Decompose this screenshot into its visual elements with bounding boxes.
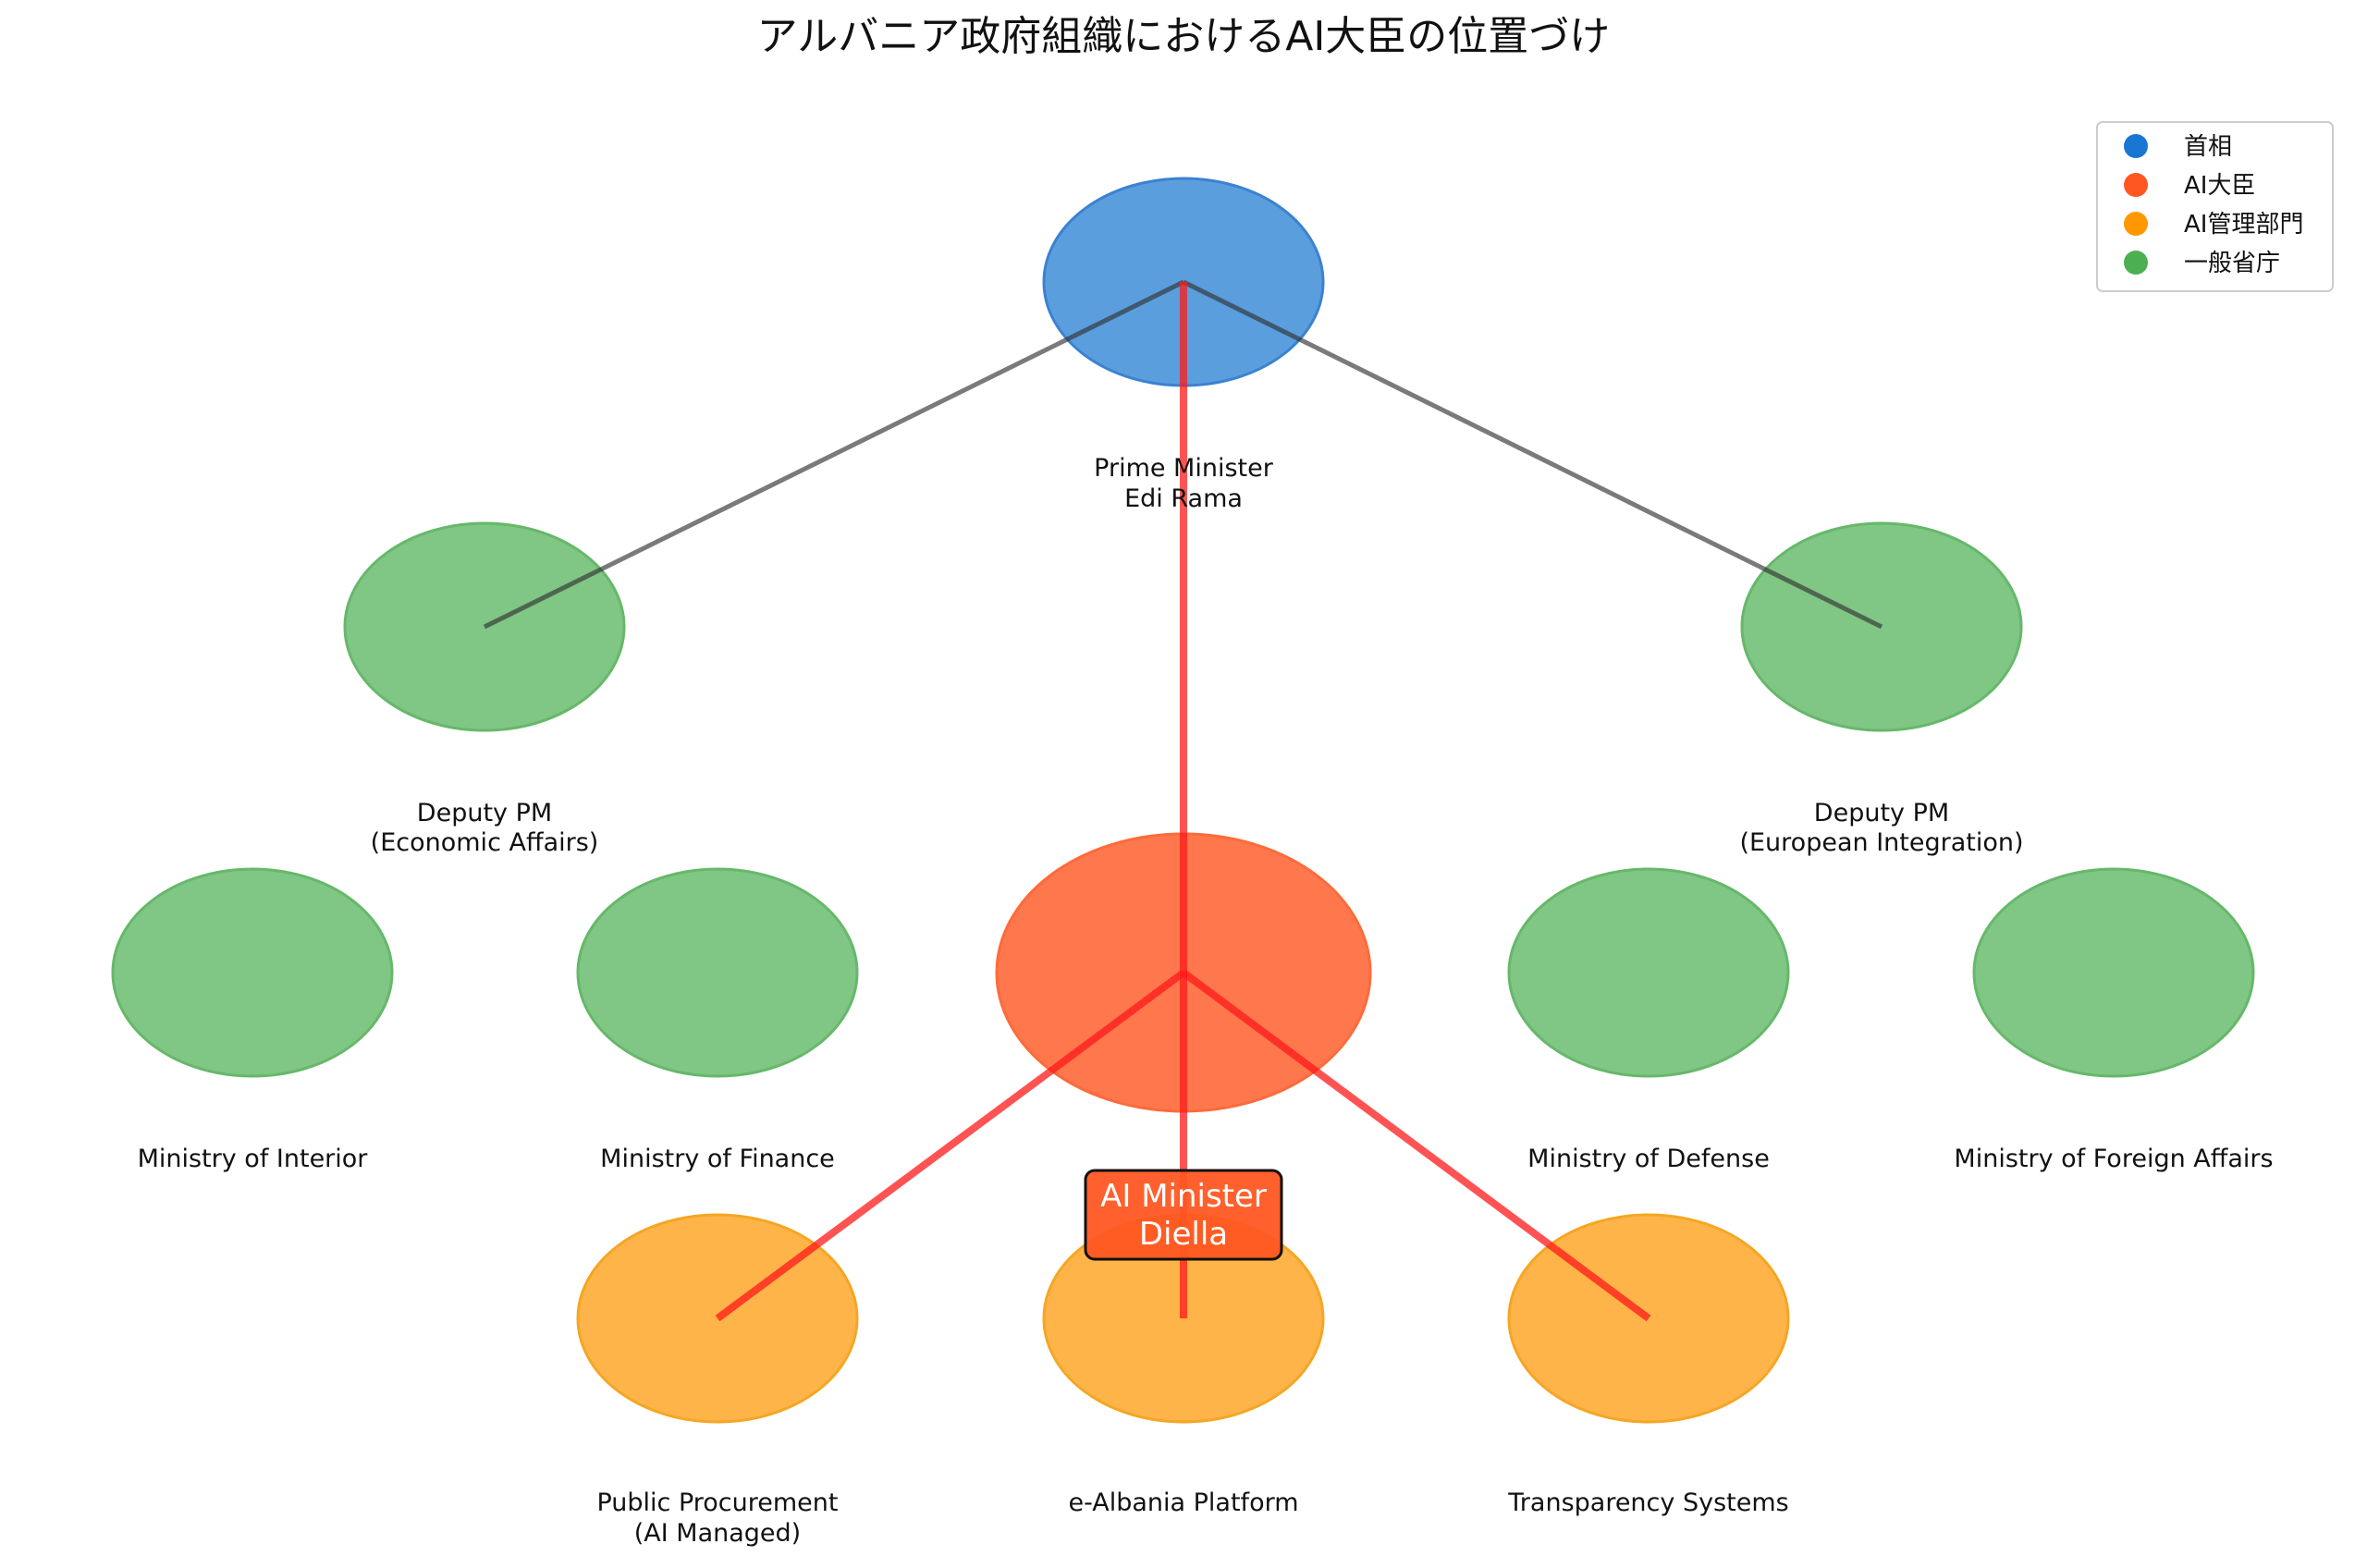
node-label-dpm-eu: (European Integration) (1739, 828, 2023, 857)
node-label-ealbania: e-Albania Platform (1068, 1488, 1298, 1517)
legend-label: 首相 (2184, 133, 2232, 161)
node-label-dpm-eu: Deputy PM (1814, 799, 1949, 827)
legend-label: AI大臣 (2184, 172, 2255, 200)
ai-minister-title: AI Minister (1100, 1178, 1267, 1215)
legend-marker (2124, 134, 2148, 158)
legend-marker (2124, 212, 2148, 236)
node-label-dpm-econ: (Economic Affairs) (371, 828, 599, 857)
node-label-procurement: Public Procurement (596, 1488, 838, 1517)
node-label-procurement: (AI Managed) (634, 1519, 801, 1548)
legend-marker (2124, 173, 2148, 197)
ai-minister-name: Diella (1139, 1216, 1228, 1253)
ai-minister-label-box: AI Minister Diella (1084, 1169, 1283, 1261)
node-interior (111, 867, 394, 1078)
node-foreign (1972, 867, 2255, 1078)
edge-ai-transparency (1181, 969, 1651, 1322)
node-defense (1507, 867, 1790, 1078)
edge-ai-procurement (715, 969, 1186, 1322)
edge-pm-dpm-eu (1182, 279, 1883, 630)
node-label-foreign: Ministry of Foreign Affairs (1954, 1145, 2273, 1173)
node-label-transparency: Transparency Systems (1507, 1488, 1788, 1517)
node-label-interior: Ministry of Interior (138, 1145, 369, 1173)
legend-label: 一般省庁 (2184, 250, 2280, 277)
node-label-pm: Prime Minister (1094, 454, 1274, 483)
node-label-defense: Ministry of Defense (1527, 1145, 1770, 1173)
node-finance (576, 867, 859, 1078)
edge-pm-dpm-econ (483, 279, 1185, 630)
legend-label: AI管理部門 (2184, 211, 2303, 239)
node-label-finance: Ministry of Finance (600, 1145, 835, 1173)
node-label-pm: Edi Rama (1124, 484, 1243, 513)
chart-title: アルバニア政府組織におけるAI大臣の位置づけ (757, 13, 1611, 60)
legend-marker (2124, 251, 2148, 275)
node-label-dpm-econ: Deputy PM (417, 799, 552, 827)
